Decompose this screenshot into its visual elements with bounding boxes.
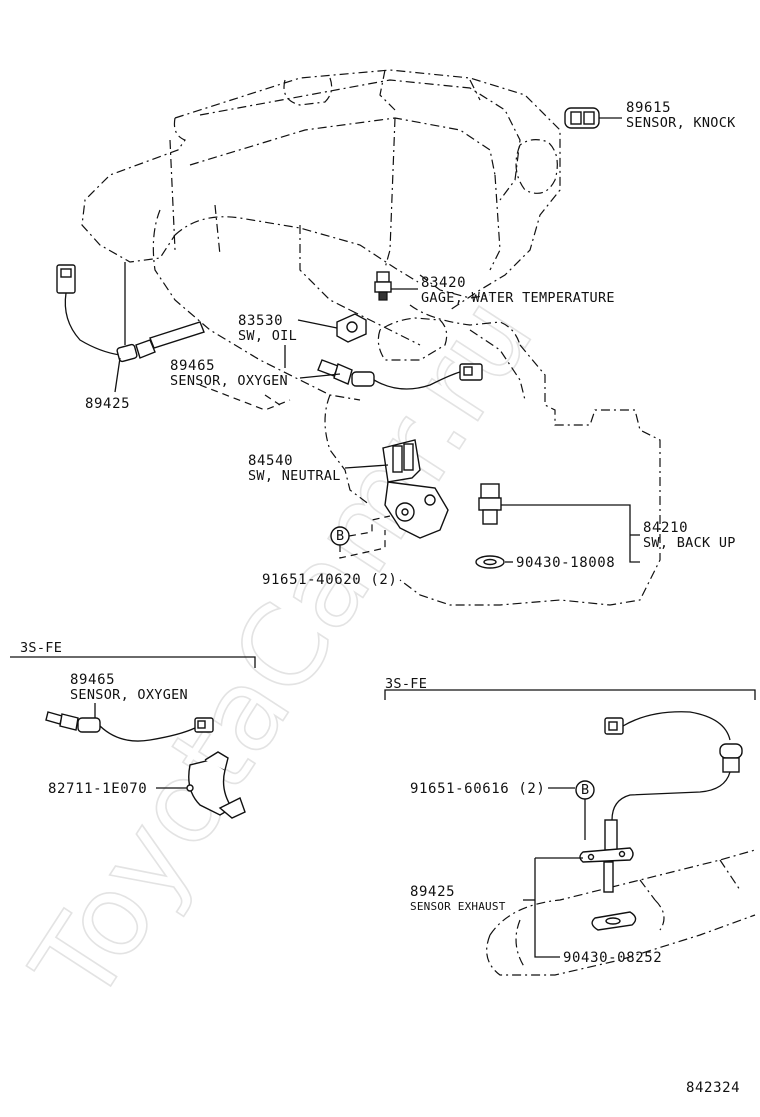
right-leader-lines [523,787,583,958]
bolt-neutral-graphic [330,515,391,559]
engine-outline [81,69,661,606]
part-number: 83530 [238,313,283,329]
section-title: 3S-FE [385,676,427,692]
label-neutral-switch: 84540 SW, NEUTRAL [248,453,341,484]
label-backup-switch: 84210 SW, BACK UP [643,520,736,551]
part-number: 89425 [85,396,130,412]
backup-switch-graphic [478,483,640,563]
part-number: 82711-1E070 [48,781,147,797]
part-name: SENSOR, OXYGEN [170,373,288,389]
exhaust-sensor-main-graphic [56,262,205,393]
part-name: GAGE, WATER TEMPERATURE [421,290,615,306]
part-name: SENSOR EXHAUST [410,900,506,913]
label-oil-switch: 83530 SW, OIL [238,313,297,344]
oil-switch-graphic [297,313,367,343]
part-number: 89465 [70,672,115,688]
label-oxygen-sensor-main: 89465 SENSOR, OXYGEN [170,358,288,389]
label-section-left: 3S-FE 89465 SENSOR, OXYGEN 82711-1E070 [20,640,188,797]
label-water-temp-gage: 83420 GAGE, WATER TEMPERATURE [421,275,615,306]
part-name: SW, OIL [238,328,297,344]
label-exhaust-sensor-main: 89425 [85,396,130,412]
part-name: SENSOR, KNOCK [626,115,736,131]
right-exhaust-sensor-graphic [579,711,743,893]
neutral-switch-graphic [344,439,449,539]
label-gasket-backup: 90430-18008 [516,555,615,571]
diagram-number: 842324 [686,1080,740,1096]
right-exhaust-pipe-graphic [486,849,756,976]
part-name: SW, BACK UP [643,535,736,551]
marker-letter: B [336,528,344,544]
water-temp-gage-graphic [374,271,418,301]
part-number: 89465 [170,358,215,374]
part-number: 91651-60616 (2) [410,781,545,797]
part-number: 84210 [643,520,688,536]
section-title: 3S-FE [20,640,62,656]
part-number: 89615 [626,100,671,116]
part-number: 90430-08252 [563,950,662,966]
label-knock-sensor: 89615 SENSOR, KNOCK [626,100,736,131]
part-name: SW, NEUTRAL [248,468,341,484]
part-number: 84540 [248,453,293,469]
left-clamp-graphic [156,751,246,819]
right-gasket-graphic [591,911,637,931]
label-bolt-neutral: B 91651-40620 (2) [262,528,397,588]
part-number: 90430-18008 [516,555,615,571]
oxygen-sensor-main-graphic [299,359,483,390]
gasket-backup-graphic [475,555,513,569]
part-number: 89425 [410,884,455,900]
marker-letter: B [581,782,589,798]
part-number: 91651-40620 (2) [262,572,397,588]
right-bolt-graphic [575,780,595,840]
part-number: 83420 [421,275,466,291]
diagram-number-group: 842324 [686,1080,740,1096]
section-right-frame [384,689,756,700]
part-name: SENSOR, OXYGEN [70,687,188,703]
section-left-frame [10,656,256,668]
label-section-right: 3S-FE B 91651-60616 (2) 89425 SENSOR EXH… [385,676,662,966]
leader-lines-main [199,345,291,411]
knock-sensor-graphic [564,107,622,129]
left-oxygen-sensor-graphic [45,703,214,742]
